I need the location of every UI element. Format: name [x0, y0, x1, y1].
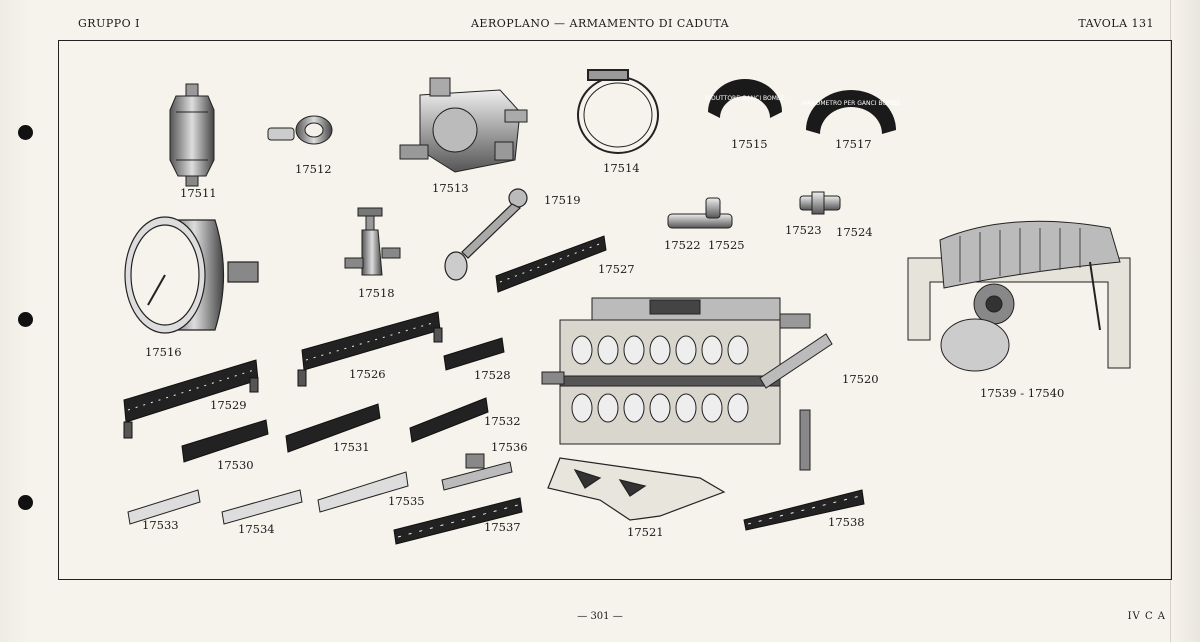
binder-hole-middle	[18, 312, 33, 327]
part-17522-tee-fitting	[667, 197, 733, 229]
part-label-17530: 17530	[217, 458, 254, 472]
part-17537-terminal-bar	[393, 497, 523, 545]
part-17530-terminal-bar	[181, 419, 269, 463]
part-17529-terminal-bar	[123, 359, 259, 439]
part-17526-terminal-bar	[297, 311, 443, 387]
part-label-17516: 17516	[145, 345, 182, 359]
part-17535-strip	[317, 471, 409, 513]
illustration-frame	[58, 40, 1172, 580]
part-17534-strip	[221, 489, 303, 525]
part-17513-valve-body	[399, 77, 528, 173]
part-17518-stopcock	[344, 207, 401, 276]
part-label-17522: 17522	[664, 238, 701, 252]
part-label-17513: 17513	[432, 181, 469, 195]
group-label: GRUPPO I	[78, 17, 141, 30]
part-label-17538: 17538	[828, 515, 865, 529]
part-label-17517: 17517	[835, 137, 872, 151]
page-number: — 301 —	[577, 611, 623, 622]
part-17516-pressure-gauge	[124, 216, 259, 334]
part-17520-release-assembly	[541, 297, 833, 471]
part-17528-terminal-bar	[443, 337, 505, 371]
part-label-17525: 17525	[708, 238, 745, 252]
part-label-17511: 17511	[180, 186, 217, 200]
part-label-17520: 17520	[842, 372, 879, 386]
part-label-17535: 17535	[388, 494, 425, 508]
part-label-17524: 17524	[836, 225, 873, 239]
part-label-17514: 17514	[603, 161, 640, 175]
part-label-17521: 17521	[627, 525, 664, 539]
part-label-17536: 17536	[491, 440, 528, 454]
part-label-17532: 17532	[484, 414, 521, 428]
placard-text-reducer: RIDUTTORE GANCI BOMBE	[705, 95, 785, 102]
part-label-17518: 17518	[358, 286, 395, 300]
page-title: AEROPLANO — ARMAMENTO DI CADUTA	[470, 17, 730, 30]
part-label-17539-17540: 17539 - 17540	[980, 386, 1065, 400]
part-17533-strip	[127, 489, 201, 525]
placard-text-manometer: MANOMETRO PER GANCI BOMBE	[802, 100, 901, 107]
part-17527-terminal-bar	[495, 235, 607, 293]
part-label-17531: 17531	[333, 440, 370, 454]
part-17536-bracket	[441, 453, 513, 491]
binder-hole-bottom	[18, 495, 33, 510]
part-label-17515: 17515	[731, 137, 768, 151]
part-17512-clamp	[267, 115, 333, 145]
part-label-17526: 17526	[349, 367, 386, 381]
part-label-17512: 17512	[295, 162, 332, 176]
part-label-17528: 17528	[474, 368, 511, 382]
part-17531-terminal-bar	[285, 403, 381, 453]
part-17523-union	[799, 191, 841, 215]
part-17514-band-ring	[577, 69, 659, 154]
part-17521-frame	[547, 457, 726, 521]
part-label-17533: 17533	[142, 518, 179, 532]
part-17515-placard: RIDUTTORE GANCI BOMBE	[705, 79, 785, 118]
part-17538-terminal-bar	[743, 489, 865, 531]
part-label-17537: 17537	[484, 520, 521, 534]
catalog-code: IV C A	[1127, 611, 1166, 622]
part-label-17529: 17529	[210, 398, 247, 412]
page-fold	[1170, 0, 1171, 642]
part-17511-filter	[169, 83, 215, 187]
part-label-17527: 17527	[598, 262, 635, 276]
part-label-17519: 17519	[544, 193, 581, 207]
part-17517-placard: MANOMETRO PER GANCI BOMBE	[802, 90, 901, 134]
part-label-17523: 17523	[785, 223, 822, 237]
plate-number: TAVOLA 131	[1078, 17, 1154, 30]
part-label-17534: 17534	[238, 522, 275, 536]
part-17532-terminal-bar	[409, 397, 489, 443]
binder-hole-top	[18, 125, 33, 140]
part-17519-wrench	[444, 188, 528, 281]
part-17539-17540-mount	[907, 220, 1131, 372]
